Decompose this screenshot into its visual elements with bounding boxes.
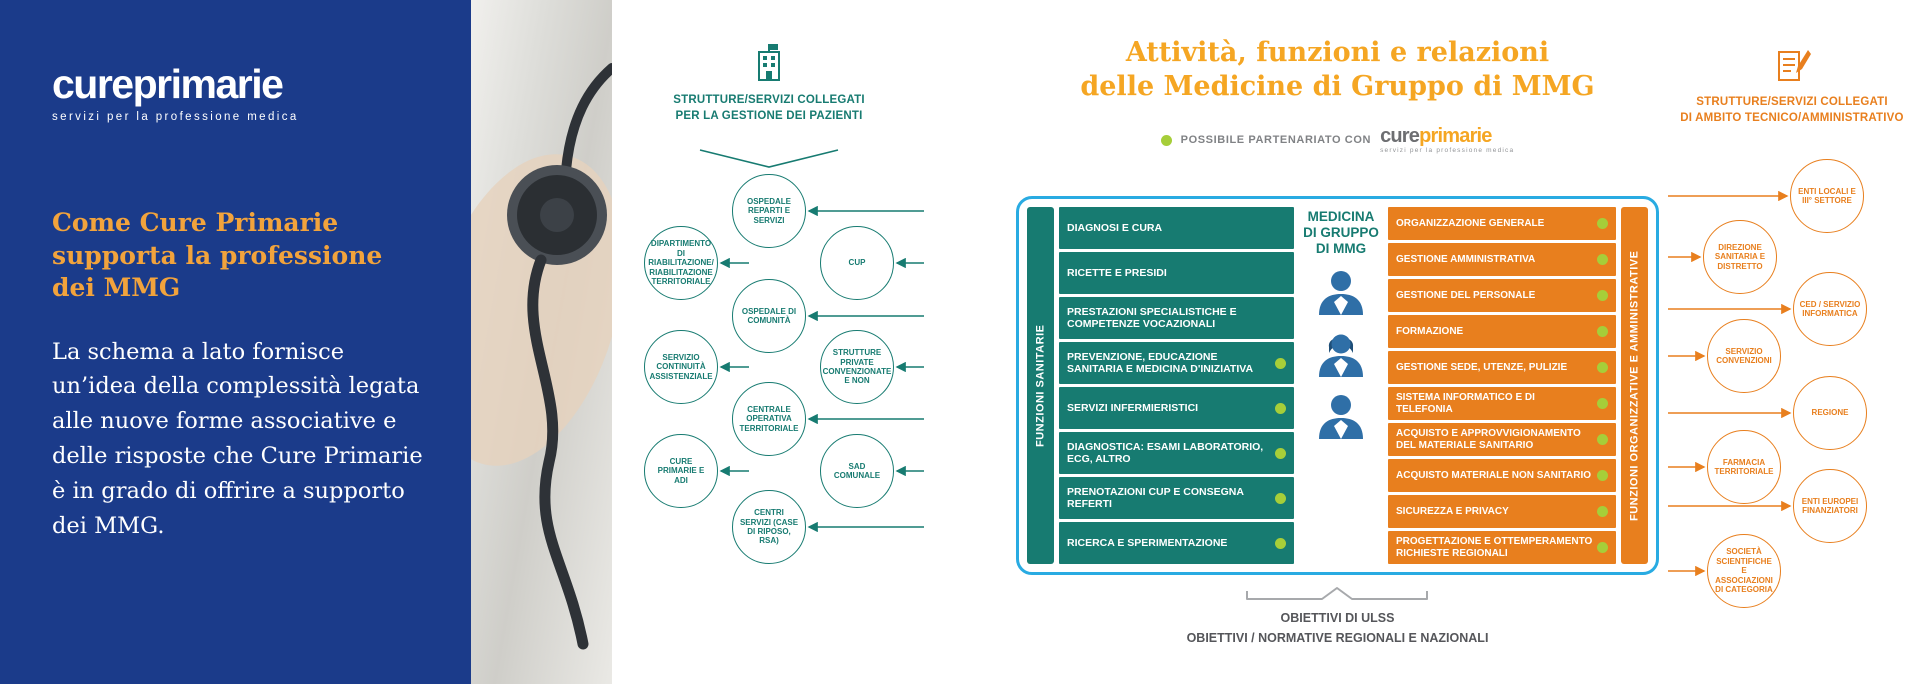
sanitary-function-row: PRESTAZIONI SPECIALISTICHE E COMPETENZE … [1059, 297, 1294, 339]
partnership-dot-icon [1597, 470, 1608, 481]
medicine-group-center: MEDICINA DI GRUPPO DI MMG [1299, 207, 1383, 564]
partner-dot-icon [1160, 134, 1172, 146]
sanitary-function-row: SERVIZI INFERMIERISTICI [1059, 387, 1294, 429]
doctor-icon [1314, 269, 1368, 320]
function-row-label: PRESTAZIONI SPECIALISTICHE E COMPETENZE … [1067, 305, 1237, 330]
admin-functions-band: FUNZIONI ORGANIZZATIVE E AMMINISTRATIVE [1621, 207, 1648, 564]
function-row-label: RICERCA E SPERIMENTAZIONE [1067, 536, 1228, 549]
left-header-chevron [699, 149, 839, 168]
partnership-dot-icon [1275, 402, 1286, 414]
stethoscope-illustration [471, 63, 612, 650]
partnership-dot-icon [1597, 434, 1608, 445]
function-row-label: PROGETTAZIONE E OTTEMPERAMENTO RICHIESTE… [1396, 536, 1593, 559]
doctor-icon [1314, 393, 1368, 444]
right-diagram-title-line2: DI AMBITO TECNICO/AMMINISTRATIVO [1680, 111, 1904, 124]
admin-function-row: ORGANIZZAZIONE GENERALE [1388, 207, 1616, 240]
medicine-group-box: FUNZIONI SANITARIE DIAGNOSI E CURA RICET… [1016, 196, 1659, 575]
partnership-dot-icon [1275, 492, 1286, 504]
sanitary-function-row: PRENOTAZIONI CUP E CONSEGNA REFERTI [1059, 477, 1294, 519]
function-row-label: PRENOTAZIONI CUP E CONSEGNA REFERTI [1067, 485, 1244, 510]
function-row-label: DIAGNOSTICA: ESAMI LABORATORIO, ECG, ALT… [1067, 440, 1264, 465]
partnership-dot-icon [1597, 326, 1608, 337]
hospital-building-icon [750, 42, 788, 87]
partner-label: POSSIBILE PARTENARIATO CON [1180, 134, 1372, 147]
admin-functions-column: ORGANIZZAZIONE GENERALE GESTIONE AMMINIS… [1388, 207, 1616, 564]
logo-wordmark: cureprimarie [52, 64, 425, 105]
partnership-dot-icon [1597, 254, 1608, 265]
left-diagram-title-line1: STRUTTURE/SERVIZI COLLEGATI [673, 94, 865, 106]
stethoscope-photo [471, 0, 612, 684]
medicine-group-label: MEDICINA DI GRUPPO DI MMG [1303, 209, 1379, 257]
partnership-dot-icon [1275, 357, 1286, 369]
sidebar: cureprimarie servizi per la professione … [0, 0, 471, 684]
logo-primarie: primarie [132, 61, 284, 107]
sanitary-function-row: RICETTE E PRESIDI [1059, 252, 1294, 294]
page-title-line2: delle Medicine di Gruppo di MMG [1080, 70, 1595, 102]
admin-function-row: GESTIONE DEL PERSONALE [1388, 279, 1616, 312]
admin-function-row: FORMAZIONE [1388, 315, 1616, 348]
inline-logo-tagline: servizi per la professione medica [1380, 147, 1515, 154]
sanitary-functions-column: DIAGNOSI E CURA RICETTE E PRESIDI PRESTA… [1059, 207, 1294, 564]
sidebar-body-text: La schema a lato fornisce un’idea della … [52, 338, 423, 539]
function-row-label: GESTIONE AMMINISTRATIVA [1396, 253, 1536, 265]
right-arrows [1668, 190, 1792, 577]
sanitary-functions-band: FUNZIONI SANITARIE [1027, 207, 1054, 564]
partnership-dot-icon [1597, 542, 1608, 553]
admin-function-row: ACQUISTO MATERIALE NON SANITARIO [1388, 459, 1616, 492]
left-diagram-header: STRUTTURE/SERVIZI COLLEGATI PER LA GESTI… [654, 42, 884, 124]
left-arrows [719, 205, 924, 533]
function-row-label: PREVENZIONE, EDUCAZIONE SANITARIA E MEDI… [1067, 350, 1254, 375]
logo-tagline: servizi per la professione medica [52, 111, 299, 123]
sidebar-heading: Come Cure Primarie supporta la professio… [52, 208, 383, 302]
inline-logo-cure: cure [1380, 125, 1420, 147]
left-diagram-title-line2: PER LA GESTIONE DEI PAZIENTI [675, 109, 863, 122]
notepad-pencil-icon [1772, 46, 1812, 89]
partnership-dot-icon [1597, 290, 1608, 301]
admin-function-row: GESTIONE SEDE, UTENZE, PULIZIE [1388, 351, 1616, 384]
admin-function-row: SICUREZZA E PRIVACY [1388, 495, 1616, 528]
partnership-dot-icon [1597, 218, 1608, 229]
page-title: Attività, funzioni e relazioni delle Med… [1016, 36, 1659, 104]
doctor-icon [1314, 331, 1368, 382]
partnership-dot-icon [1275, 537, 1286, 549]
objectives-line1: OBIETTIVI DI ULSS [1280, 611, 1395, 625]
admin-function-row: ACQUISTO E APPROVVIGIONAMENTO DEL MATERI… [1388, 423, 1616, 456]
function-row-label: GESTIONE DEL PERSONALE [1396, 289, 1536, 301]
function-row-label: FORMAZIONE [1396, 325, 1464, 337]
partnership-dot-icon [1597, 506, 1608, 517]
cureprimarie-inline-logo: cureprimarie servizi per la professione … [1380, 126, 1514, 155]
sanitary-function-row: RICERCA E SPERIMENTAZIONE [1059, 522, 1294, 564]
partnership-dot-icon [1597, 398, 1608, 409]
admin-function-row: SISTEMA INFORMATICO E DI TELEFONIA [1388, 387, 1616, 420]
objectives-caption: OBIETTIVI DI ULSS OBIETTIVI / NORMATIVE … [1016, 608, 1659, 648]
partnership-dot-icon [1275, 447, 1286, 459]
function-row-label: ORGANIZZAZIONE GENERALE [1396, 217, 1545, 229]
admin-function-row: PROGETTAZIONE E OTTEMPERAMENTO RICHIESTE… [1388, 531, 1616, 564]
sanitary-function-row: DIAGNOSI E CURA [1059, 207, 1294, 249]
function-row-label: DIAGNOSI E CURA [1067, 221, 1163, 234]
sanitary-function-row: PREVENZIONE, EDUCAZIONE SANITARIA E MEDI… [1059, 342, 1294, 384]
partnership-dot-icon [1597, 362, 1608, 373]
function-row-label: SISTEMA INFORMATICO E DI TELEFONIA [1396, 392, 1535, 415]
right-diagram-header: STRUTTURE/SERVIZI COLLEGATI DI AMBITO TE… [1652, 46, 1920, 126]
function-row-label: SICUREZZA E PRIVACY [1396, 505, 1509, 517]
sanitary-function-row: DIAGNOSTICA: ESAMI LABORATORIO, ECG, ALT… [1059, 432, 1294, 474]
function-row-label: GESTIONE SEDE, UTENZE, PULIZIE [1396, 361, 1568, 373]
admin-function-row: GESTIONE AMMINISTRATIVA [1388, 243, 1616, 276]
objectives-bracket [1246, 587, 1428, 600]
inline-logo-primarie: primarie [1419, 125, 1492, 147]
inline-logo-wordmark: cureprimarie [1380, 126, 1492, 146]
function-row-label: ACQUISTO MATERIALE NON SANITARIO [1396, 469, 1591, 481]
function-row-label: RICETTE E PRESIDI [1067, 266, 1167, 279]
objectives-line2: OBIETTIVI / NORMATIVE REGIONALI E NAZION… [1186, 631, 1489, 645]
logo-cure: cure [52, 61, 134, 107]
function-row-label: SERVIZI INFERMIERISTICI [1067, 401, 1199, 414]
function-row-label: ACQUISTO E APPROVVIGIONAMENTO DEL MATERI… [1396, 428, 1581, 451]
partnership-note: POSSIBILE PARTENARIATO CON cureprimarie … [1016, 126, 1659, 155]
right-diagram-title-line1: STRUTTURE/SERVIZI COLLEGATI [1696, 96, 1888, 108]
cureprimarie-logo: cureprimarie servizi per la professione … [52, 64, 425, 124]
page-title-line1: Attività, funzioni e relazioni [1125, 37, 1550, 68]
